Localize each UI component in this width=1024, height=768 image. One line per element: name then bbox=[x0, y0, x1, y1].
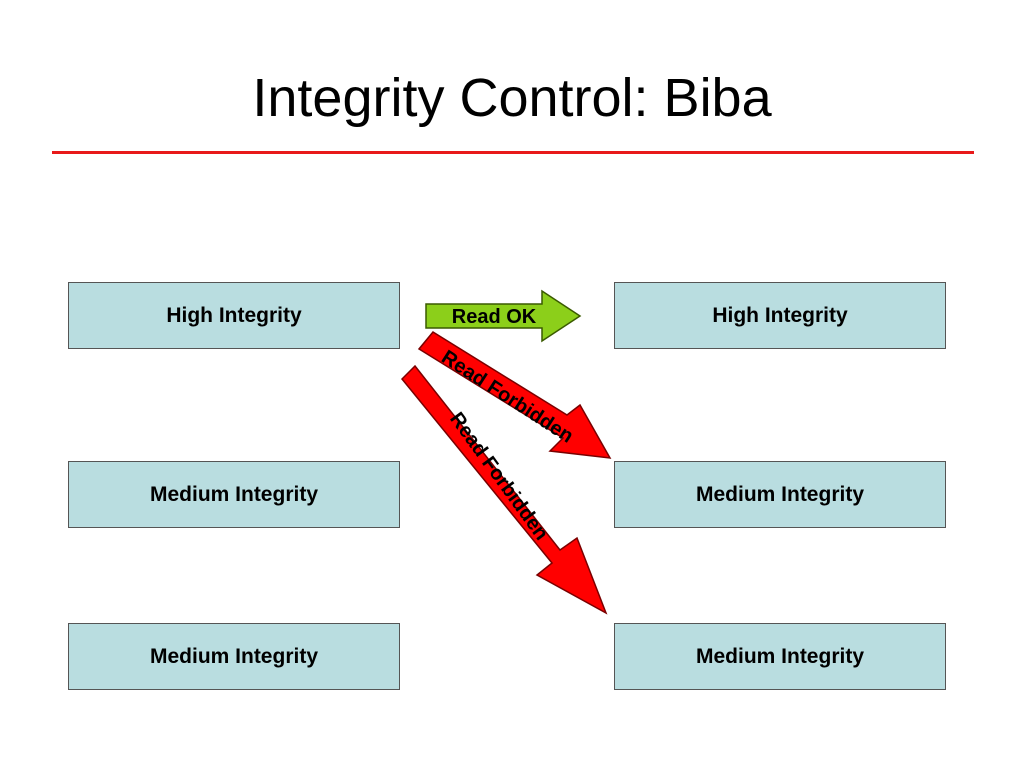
right-box-high: High Integrity bbox=[614, 282, 946, 349]
read-ok-label: Read OK bbox=[452, 306, 537, 328]
left-box-medium-2: Medium Integrity bbox=[68, 623, 400, 690]
read-ok-arrow: Read OK bbox=[425, 289, 582, 343]
slide-title: Integrity Control: Biba bbox=[252, 68, 772, 128]
left-box-medium-1: Medium Integrity bbox=[68, 461, 400, 528]
title-divider bbox=[52, 151, 974, 154]
left-box-high: High Integrity bbox=[68, 282, 400, 349]
read-forbidden-arrow-1: Read Forbidden bbox=[417, 331, 612, 459]
right-box-medium-2: Medium Integrity bbox=[614, 623, 946, 690]
right-box-medium-1: Medium Integrity bbox=[614, 461, 946, 528]
